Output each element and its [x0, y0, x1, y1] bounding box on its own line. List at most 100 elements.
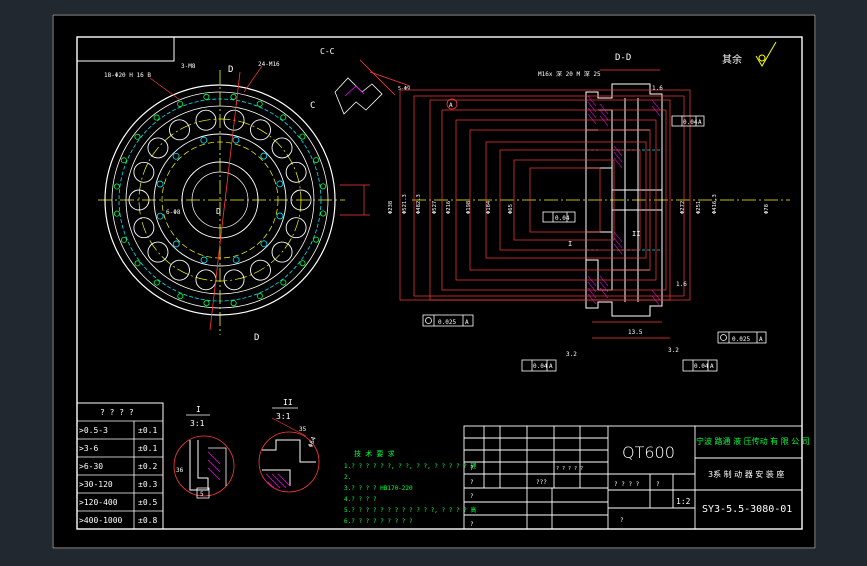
thread-hole: [134, 260, 141, 267]
detail-i-dim-5: 5: [200, 491, 204, 498]
pin-hole: [156, 212, 164, 220]
title-company: 宁波 路通 液 压传动 有 限 公 司: [696, 436, 810, 446]
title-part-name: 3系 制 动 器 安 装 座: [708, 469, 784, 479]
pin-hole: [260, 240, 268, 248]
detail-ii-label: II: [283, 398, 293, 407]
detail-ii-scale: 3:1: [276, 412, 291, 421]
thread-hole: [113, 183, 120, 190]
tol-frame-runout-2: [717, 331, 767, 344]
title-cell-q-4: ?: [470, 521, 474, 528]
pin-hole: [260, 152, 268, 160]
hole-ring-big: [128, 109, 312, 291]
thread-hole: [299, 260, 306, 267]
thread-hole: [177, 293, 184, 300]
tol-runout-2-ref: A: [759, 336, 763, 343]
bolt-hole-large: [169, 119, 190, 141]
detail-i-label: I: [196, 405, 201, 414]
title-cell-q-2: ?: [470, 479, 474, 486]
title-cell-q-3: ?: [470, 493, 474, 500]
leader-18: [149, 77, 181, 101]
bolt-hole-large: [271, 241, 293, 263]
thread-hole: [256, 100, 263, 107]
note-line: 6.? ? ? ? ? ? ? ? ?: [344, 518, 413, 525]
sheet-border: [52, 14, 816, 549]
leader-24: [243, 65, 263, 93]
pin-hole: [232, 256, 240, 264]
thread-hole: [313, 157, 320, 164]
table-tol-cell: ±0.1: [138, 444, 157, 453]
roughness-symbol-icon: [755, 41, 777, 67]
pin-hole: [156, 180, 164, 188]
hole-note-right: 24-M16: [258, 61, 280, 68]
dim-frame: [485, 141, 647, 259]
detail-ii-dim-phi: Φ64: [307, 436, 317, 449]
detail-i-view: I 3:1 36 5: [173, 405, 235, 499]
section-line-dd: [209, 71, 241, 331]
bolt-hole-large: [147, 241, 169, 263]
title-material: QT600: [622, 443, 675, 462]
outer-ring-3: [118, 98, 322, 302]
dim-frame: [413, 95, 685, 297]
tol-frame-flat: [671, 115, 705, 127]
section-dd-label: D-D: [615, 53, 631, 63]
table-tol-cell: ±0.5: [138, 498, 157, 507]
dim-diameter-left: Φ482.3: [416, 194, 422, 214]
section-cc-label: C-C: [320, 47, 335, 56]
dim-frame: [455, 119, 657, 281]
roughness-1: 3.2: [668, 347, 679, 354]
title-cell-q-5: ?: [620, 517, 624, 524]
detail-ii-view: II 3:1 35 Φ64: [258, 398, 320, 493]
bolt-hole-large: [133, 217, 155, 239]
pin-hole: [200, 256, 208, 264]
bolt-hole-large: [250, 119, 271, 141]
label-d-center: D: [216, 207, 221, 216]
table-range-cell: >3-6: [79, 444, 98, 453]
thread-hole: [320, 183, 327, 190]
detail-i-dim-36: 36: [176, 467, 184, 474]
dim-frame: [513, 159, 615, 241]
note-line: 1.? ? ? ? ? ?, ? ?, ? ?, ? ? ? ? ? 理: [344, 463, 476, 470]
thread-hole: [280, 114, 287, 121]
dim-frame: [469, 129, 651, 271]
dim-diameter-left: Φ65: [508, 204, 514, 214]
tol-frame-perp-2: [682, 359, 718, 372]
inner-ring-1: [153, 133, 287, 267]
label-d-top: D: [228, 65, 233, 75]
dim-bottom-3: 1.6: [676, 281, 687, 288]
pin-hole: [276, 180, 284, 188]
title-cell-q3: ???: [536, 479, 547, 486]
title-cell-q-6: ?: [656, 481, 660, 488]
thread-hole: [177, 100, 184, 107]
dim-diameter-right: Φ272: [680, 201, 686, 214]
title-cell-q-1: ?: [470, 465, 474, 472]
note-line: 4.? ? ? ?: [344, 496, 377, 503]
thread-hole: [134, 133, 141, 140]
thread-hole: [320, 210, 327, 217]
tol-perp-1-ref: A: [549, 363, 553, 370]
title-cell-q4: ? ? ? ?: [614, 481, 640, 488]
sheet-background: [52, 14, 816, 549]
bore-inner: [191, 171, 249, 229]
bolt-hole-large: [285, 217, 307, 239]
hole-note-mid: 3-M8: [181, 63, 196, 70]
thread-hole: [299, 133, 306, 140]
roughness-2: 1.6: [652, 85, 663, 92]
thread-hole: [230, 300, 237, 307]
drawing-frame: [76, 36, 803, 530]
thread-hole: [120, 236, 127, 243]
dim-diameter-left: Φ238: [388, 201, 394, 214]
tol-flat-value: 0.04: [683, 119, 698, 126]
thread-hole: [153, 279, 160, 286]
dim-diameter-left: Φ521.3: [402, 194, 408, 214]
pitch-circle: [138, 118, 302, 282]
dim-bottom-2: 3.2: [566, 351, 577, 358]
bore-circle: [181, 161, 259, 239]
pin-hole: [232, 136, 240, 144]
pin-hole: [172, 240, 180, 248]
table-tol-cell: ±0.1: [138, 426, 157, 435]
label-d-bottom: D: [254, 333, 259, 343]
note-line: 5.? ? ? ? ? ? ? ? ? ? ? ?, ? ? ? ? 高: [344, 506, 476, 514]
bolt-hole-large: [271, 137, 293, 159]
